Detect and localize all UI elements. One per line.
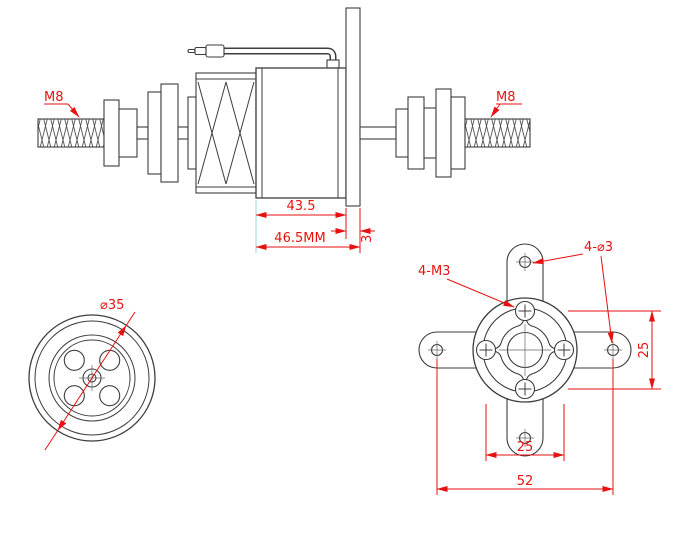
holes-label: 4-⌀3 — [584, 240, 613, 255]
mount-arm-holes — [428, 253, 622, 447]
dim-can-length: 43.5 — [287, 199, 316, 214]
mount-screws — [475, 300, 575, 400]
motor-bell — [187, 72, 257, 194]
screw — [553, 339, 575, 361]
vent-fin — [225, 81, 255, 185]
left-shaft-assembly — [37, 83, 189, 183]
x-mount-view: 4-⌀3 4-M3 25 25 52 — [418, 240, 661, 495]
bell-ring — [187, 96, 197, 170]
side-view-dimensions: M8 M8 43.5 46.5MM 3 — [44, 90, 522, 253]
vent-fin — [197, 81, 227, 185]
mount-plate-side — [345, 7, 361, 207]
dim-diameter: ⌀35 — [100, 298, 124, 313]
mount-dimensions: 4-⌀3 4-M3 25 25 52 — [418, 240, 661, 495]
diameter-dimension: ⌀35 — [44, 298, 136, 451]
screw — [514, 378, 536, 400]
prop-washer — [103, 99, 120, 167]
motor-can — [255, 67, 347, 199]
dim-screw-spacing-vertical: 25 — [637, 342, 652, 359]
dim-plate-thickness: 3 — [360, 235, 375, 243]
bell-holes — [63, 349, 121, 407]
bullet-connector — [205, 44, 225, 58]
motor-front-view: ⌀35 — [28, 298, 156, 451]
screw — [475, 339, 497, 361]
left-thread-label: M8 — [44, 90, 64, 105]
motor-wire — [187, 44, 340, 69]
dim-overall-width: 52 — [517, 474, 534, 489]
screw — [514, 300, 536, 322]
right-thread-label: M8 — [496, 90, 516, 105]
left-thread — [37, 118, 105, 148]
dim-screw-spacing-horizontal: 25 — [517, 440, 534, 455]
motor-side-view: M8 M8 43.5 46.5MM 3 — [37, 7, 531, 253]
mount-cutouts — [483, 308, 567, 392]
right-shaft-assembly — [359, 88, 531, 178]
right-thread — [464, 118, 531, 148]
dim-overall-length: 46.5MM — [274, 231, 325, 246]
screws-label: 4-M3 — [418, 264, 450, 279]
prop-shaft — [359, 126, 397, 140]
wire-grommet — [326, 59, 340, 69]
